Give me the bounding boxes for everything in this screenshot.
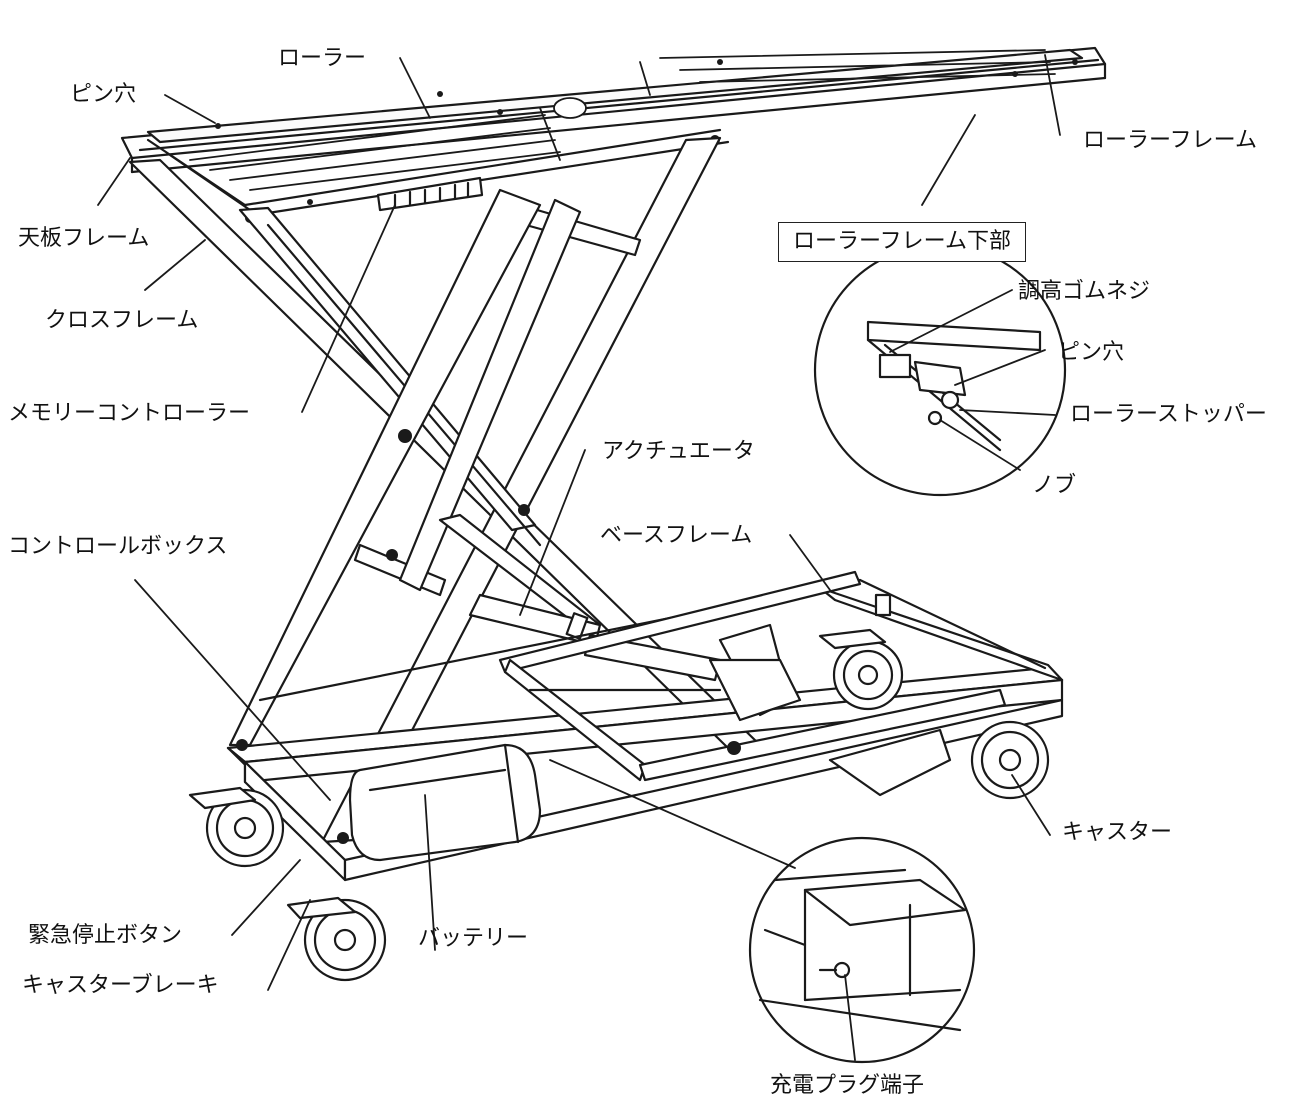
label-charging-port: 充電プラグ端子 <box>770 1073 925 1098</box>
memory-controller-drawing <box>376 176 484 212</box>
label-roller-frame-bottom: ローラーフレーム下部 <box>778 222 1027 262</box>
detail-circle-charging-port <box>748 836 976 1064</box>
label-cross-frame: クロスフレーム <box>45 308 199 333</box>
top-frame-drawing <box>120 46 1107 217</box>
battery-drawing <box>348 743 542 862</box>
label-top-frame: 天板フレーム <box>18 226 150 251</box>
label-caster-brake: キャスターブレーキ <box>22 973 219 998</box>
label-memory-controller: メモリーコントローラー <box>8 401 251 426</box>
leader-lines <box>97 54 1061 1061</box>
joint-bolts <box>236 429 741 844</box>
lift-bracket-drawing <box>708 623 952 797</box>
label-roller-stopper: ローラーストッパー <box>1070 402 1267 427</box>
actuator-drawing <box>438 513 722 682</box>
label-battery: バッテリー <box>418 926 529 951</box>
tray-drawing <box>498 570 1007 782</box>
label-emergency-stop: 緊急停止ボタン <box>28 923 183 948</box>
label-height-adjust-screw: 調高ゴムネジ <box>1018 279 1151 304</box>
label-control-box: コントロールボックス <box>8 534 228 559</box>
caster-wheels <box>188 593 1050 982</box>
label-caster: キャスター <box>1062 820 1173 845</box>
label-pin-hole-top: ピン穴 <box>70 82 137 107</box>
label-actuator: アクチュエータ <box>602 439 755 464</box>
cross-frame-drawing <box>128 136 762 844</box>
label-roller-frame: ローラーフレーム <box>1083 128 1258 153</box>
label-base-frame: ベースフレーム <box>600 523 753 548</box>
detail-circle-roller-stopper <box>813 243 1067 497</box>
label-pin-hole-detail: ピン穴 <box>1058 340 1125 365</box>
label-knob: ノブ <box>1032 473 1077 498</box>
label-roller: ローラー <box>278 46 367 71</box>
rollers-drawing <box>189 49 1056 191</box>
